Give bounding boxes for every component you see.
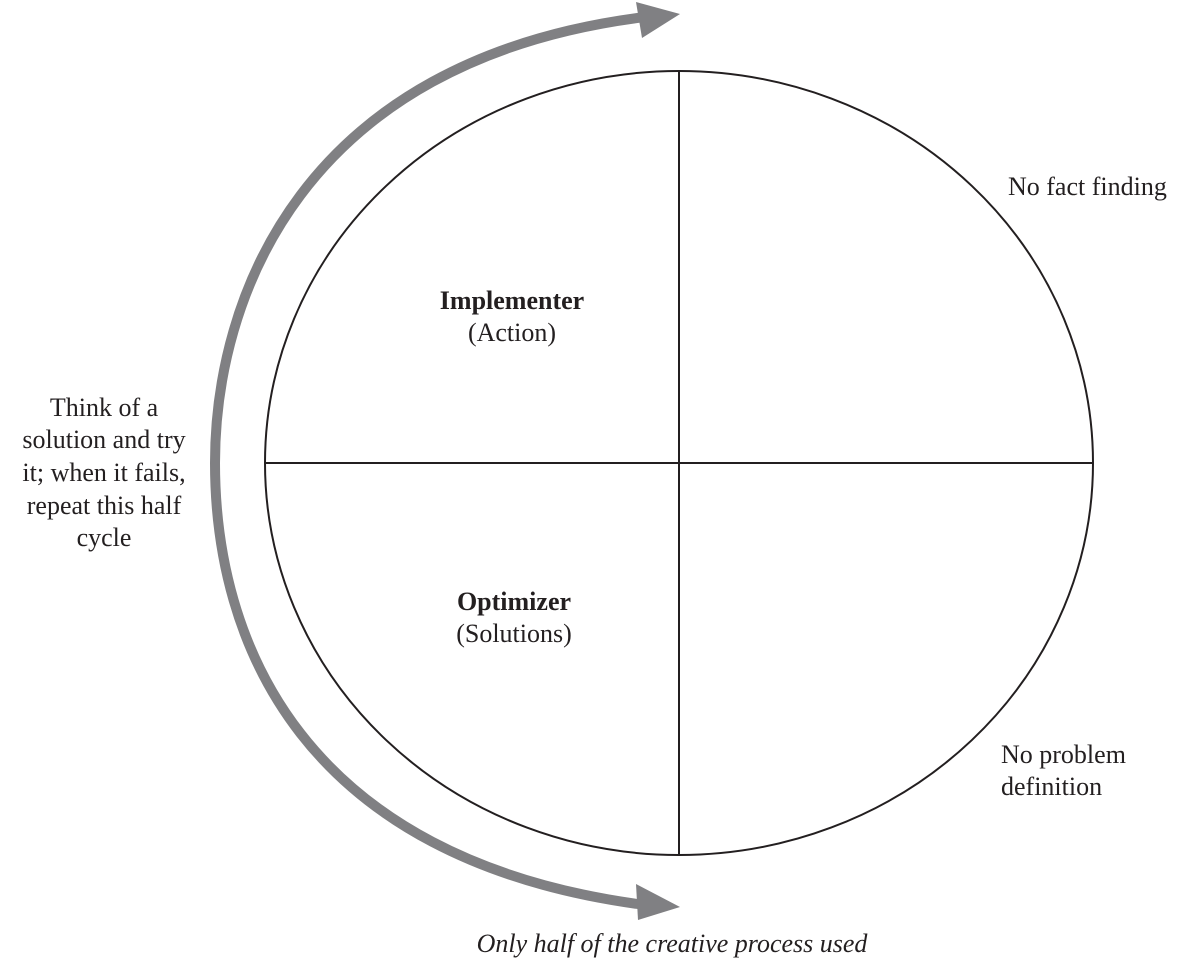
no-problem-label-line2: definition <box>1001 772 1103 801</box>
no-problem-label-line1: No problem <box>1001 740 1126 769</box>
implementer-subtitle: (Action) <box>467 318 557 347</box>
implementer-title: Implementer <box>439 286 585 315</box>
arrowhead-bottom-icon <box>636 884 680 920</box>
optimizer-title: Optimizer <box>456 587 572 616</box>
left-note-line2: solution and try <box>22 425 186 454</box>
optimizer-subtitle: (Solutions) <box>456 619 572 648</box>
half-cycle-arrow <box>209 12 646 910</box>
left-note-line4: repeat this half <box>26 491 182 520</box>
arrowhead-top-icon <box>636 2 680 38</box>
left-note-line1: Think of a <box>49 393 159 422</box>
caption: Only half of the creative process used <box>476 929 868 958</box>
left-note-line3: it; when it fails, <box>22 458 186 487</box>
left-note-line5: cycle <box>76 523 132 552</box>
no-fact-finding-label: No fact finding <box>1008 172 1167 201</box>
